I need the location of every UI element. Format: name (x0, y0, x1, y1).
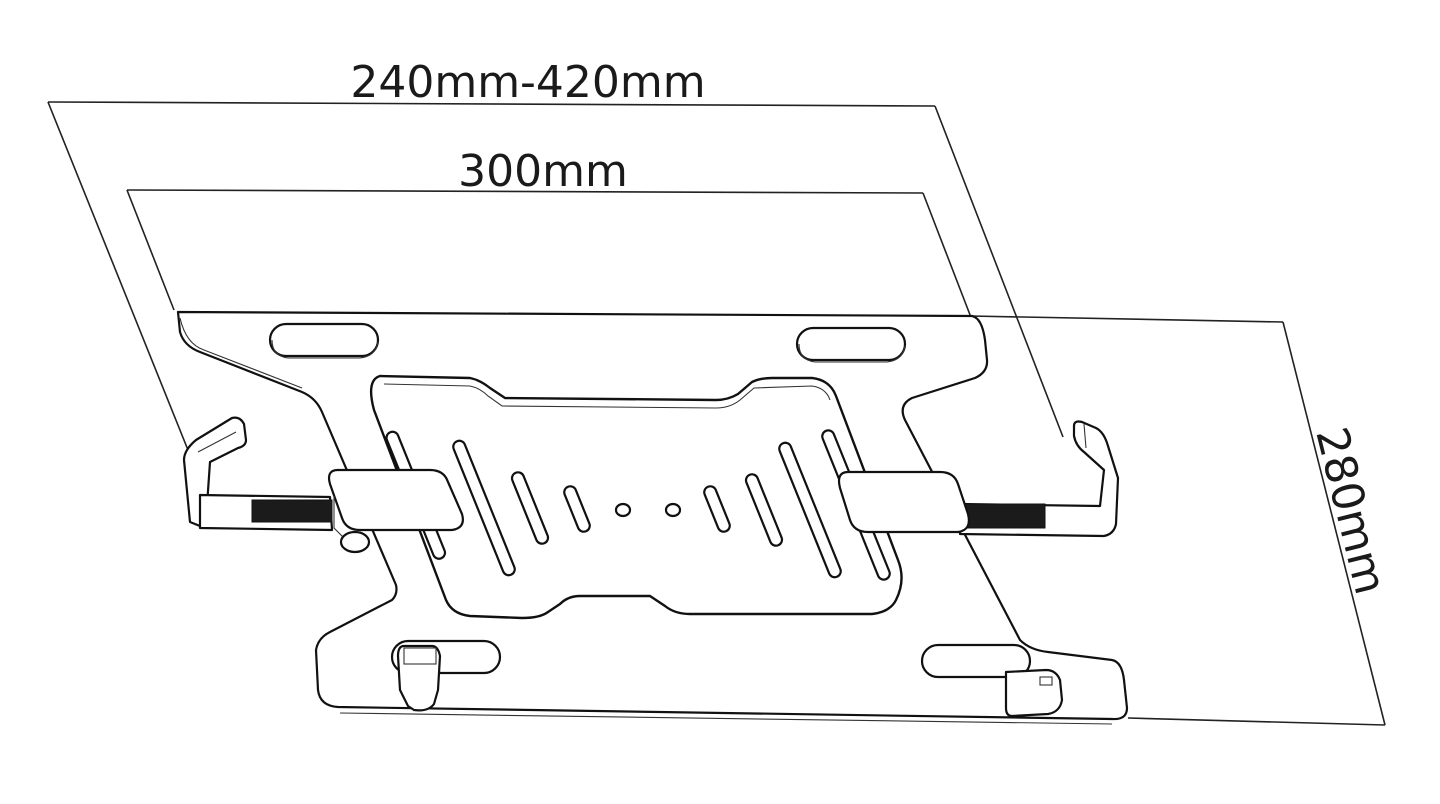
left-clamp-arm (182, 416, 334, 532)
dimension-label-tray-width: 300mm (458, 146, 628, 197)
vent-slot (510, 471, 550, 545)
right-clamp-arm (958, 420, 1120, 538)
grip-pad-back-left (268, 322, 380, 358)
vent-slot (452, 439, 516, 577)
left-slider-block (327, 468, 464, 554)
left-front-stop (396, 644, 442, 712)
tray-plate (176, 310, 1129, 725)
grip-pad-front-right (920, 643, 1032, 679)
dimension-tray-width: 300mm (126, 146, 973, 321)
mount-hole (614, 502, 632, 518)
vent-slot (703, 485, 731, 533)
vent-slot (744, 473, 784, 547)
vent-slot (778, 441, 842, 579)
mount-hole (664, 502, 682, 518)
grip-pad-back-right (795, 326, 907, 362)
dimension-clamp-range: 240mm-420mm (47, 57, 1064, 456)
dimension-label-clamp-range: 240mm-420mm (350, 57, 705, 108)
dimension-label-tray-depth: 280mm (1305, 422, 1396, 599)
knob (339, 530, 371, 554)
right-front-stop (1004, 668, 1064, 718)
vent-slot (563, 485, 591, 533)
right-slider-block (837, 470, 970, 534)
